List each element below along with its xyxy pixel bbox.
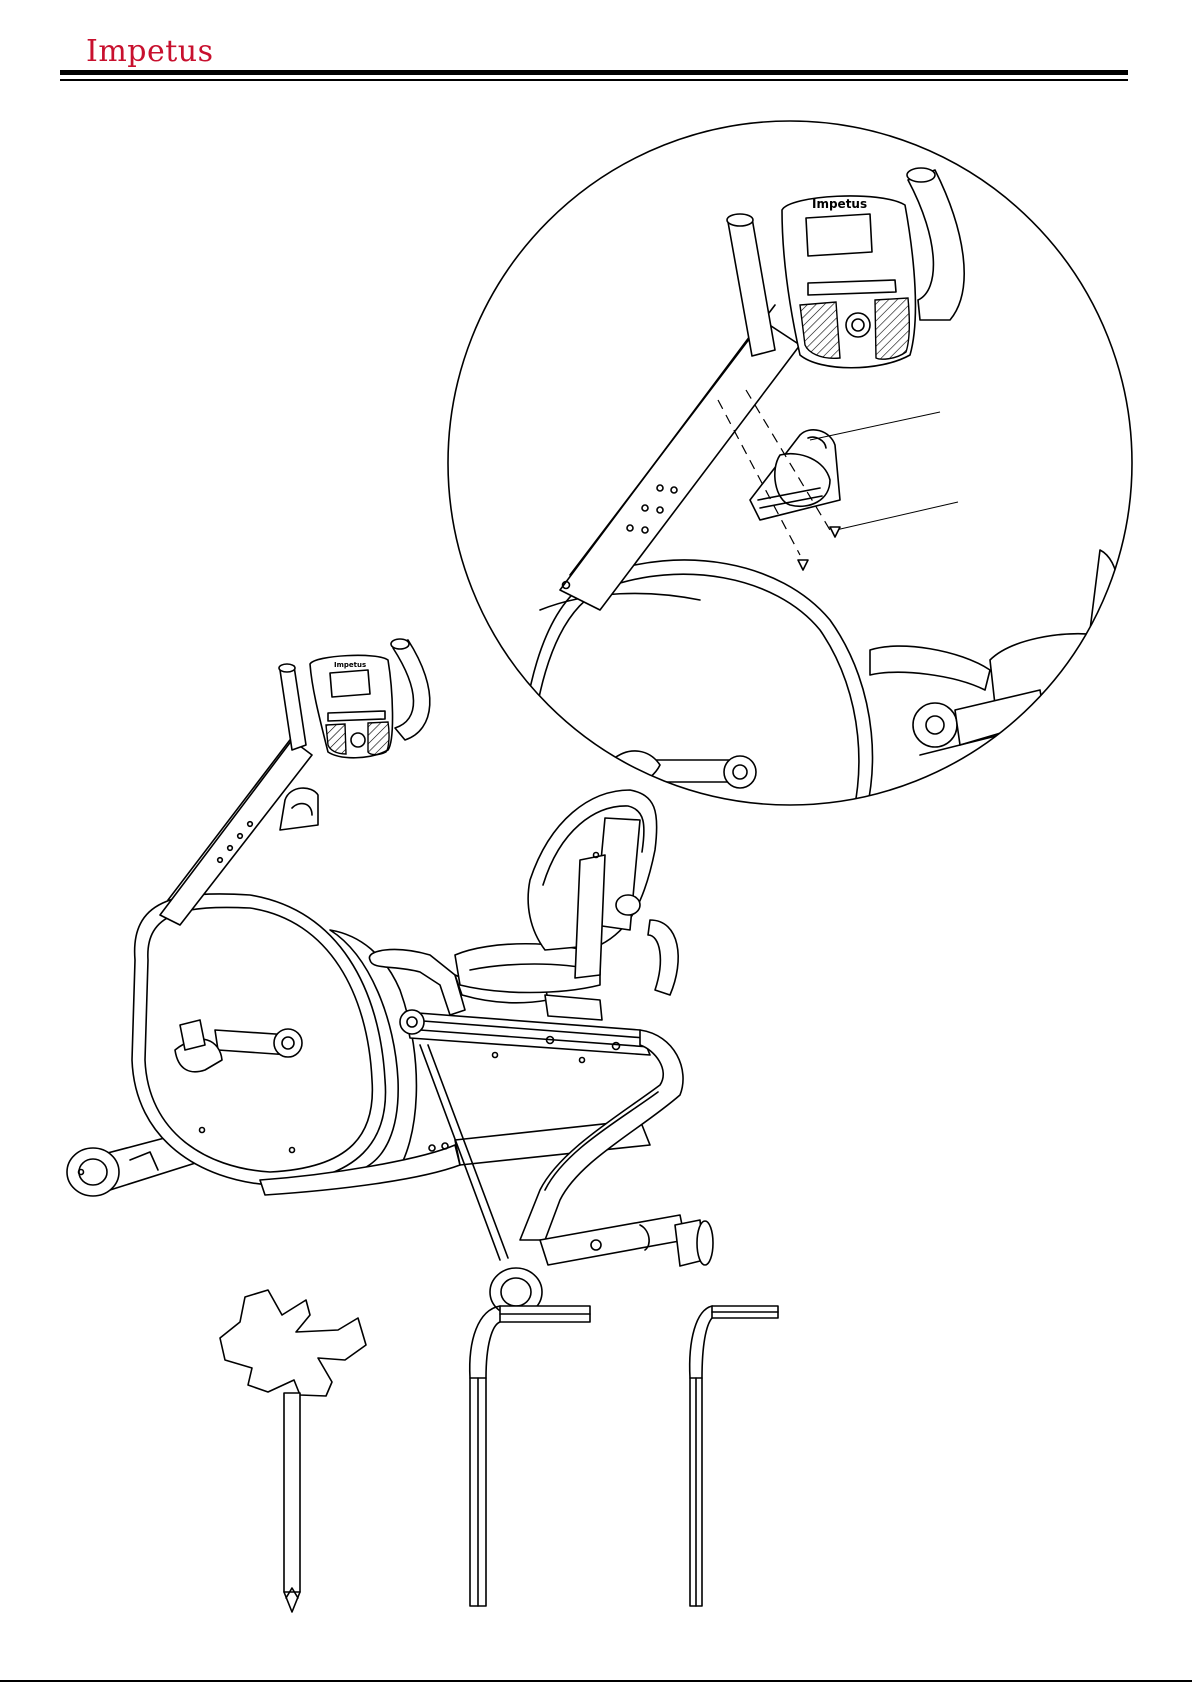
recumbent-bike: Impetus — [67, 639, 713, 1316]
console-detail: Impetus — [782, 196, 915, 368]
console-main-label: Impetus — [334, 661, 366, 669]
detail-circle: Impetus — [448, 121, 1132, 830]
seat-rail — [405, 1012, 650, 1063]
hex-key-large — [470, 1306, 590, 1606]
console-label: Impetus — [812, 197, 867, 211]
hex-key-small — [690, 1306, 778, 1606]
console-main: Impetus — [310, 655, 393, 757]
multi-tool-wrench — [220, 1290, 366, 1612]
bottle-holder — [750, 430, 840, 520]
